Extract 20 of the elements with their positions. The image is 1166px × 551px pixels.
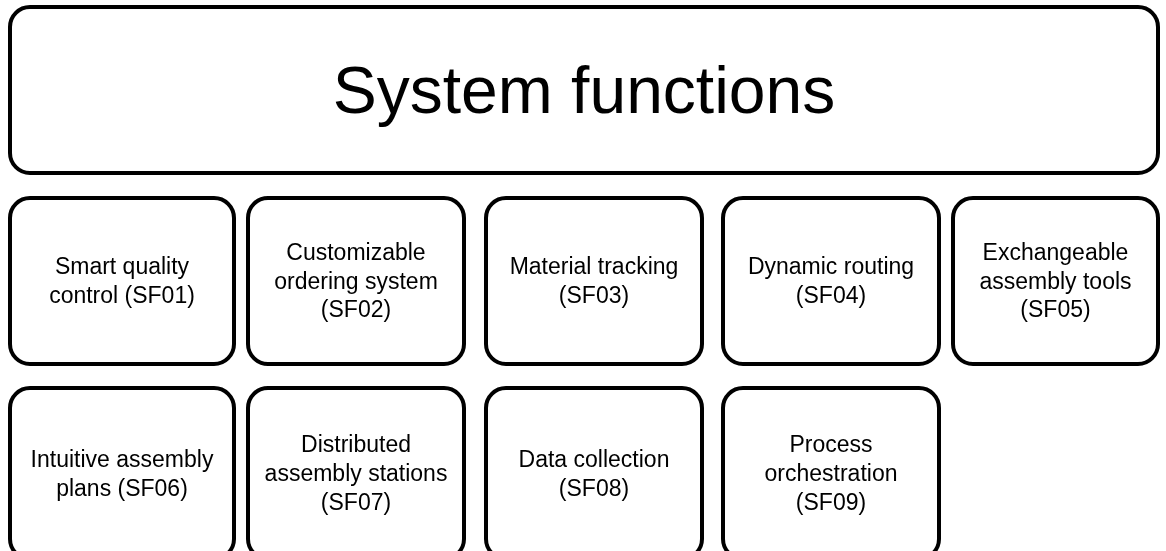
function-box: [246, 386, 466, 551]
function-label: Intuitive assembly plans (SF06): [29, 444, 215, 503]
function-label: Dynamic routing (SF04): [746, 252, 916, 310]
function-box: [721, 386, 941, 551]
function-box: [484, 196, 704, 366]
function-box: [8, 196, 236, 366]
function-box: [951, 196, 1160, 366]
header-box: [8, 5, 1160, 175]
function-label: Material tracking (SF03): [508, 252, 680, 310]
function-box: [484, 386, 704, 551]
function-label: Process orchestration (SF09): [763, 430, 899, 517]
function-label: Exchangeable assembly tools (SF05): [978, 237, 1133, 325]
function-label: Customizable ordering system (SF02): [273, 237, 439, 325]
function-box: [8, 386, 236, 551]
function-label: Distributed assembly stations (SF07): [263, 430, 449, 517]
header-text: System functions: [331, 51, 837, 129]
function-box: [721, 196, 941, 366]
function-label: Smart quality control (SF01): [48, 252, 196, 310]
function-label: Data collection (SF08): [517, 444, 671, 503]
function-box: [246, 196, 466, 366]
